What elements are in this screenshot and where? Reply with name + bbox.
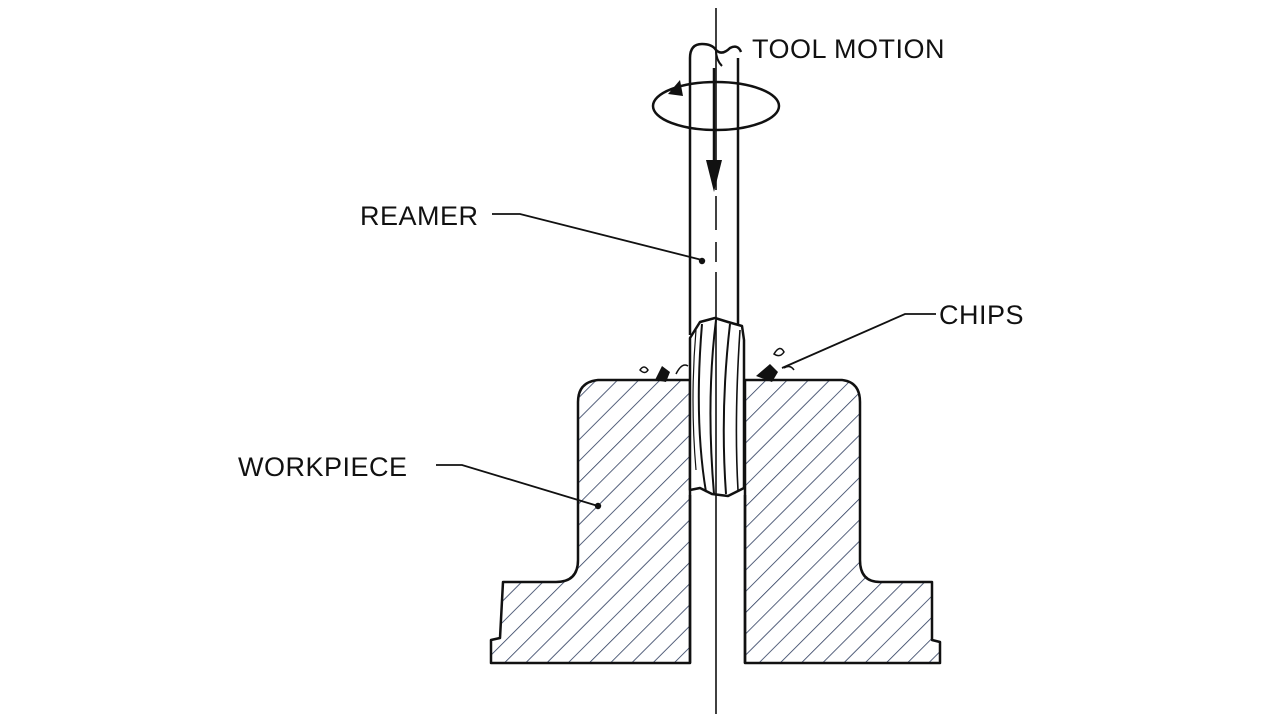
reamer-flutes xyxy=(688,316,746,498)
workpiece-leader xyxy=(436,464,599,507)
workpiece-right-section xyxy=(743,378,942,665)
tool-motion-label: TOOL MOTION xyxy=(752,34,945,64)
chips xyxy=(639,347,795,382)
reamer-label: REAMER xyxy=(360,201,479,231)
workpiece xyxy=(489,378,942,665)
feed-arrow-icon xyxy=(706,68,722,192)
chips-leader xyxy=(781,313,936,369)
leaders xyxy=(436,213,936,510)
rotation-arrow-icon xyxy=(651,80,781,132)
bore xyxy=(688,495,747,663)
chips-label: CHIPS xyxy=(939,300,1024,330)
reamer-leader xyxy=(492,213,703,261)
workpiece-left-section xyxy=(489,378,692,665)
workpiece-label: WORKPIECE xyxy=(238,452,408,482)
